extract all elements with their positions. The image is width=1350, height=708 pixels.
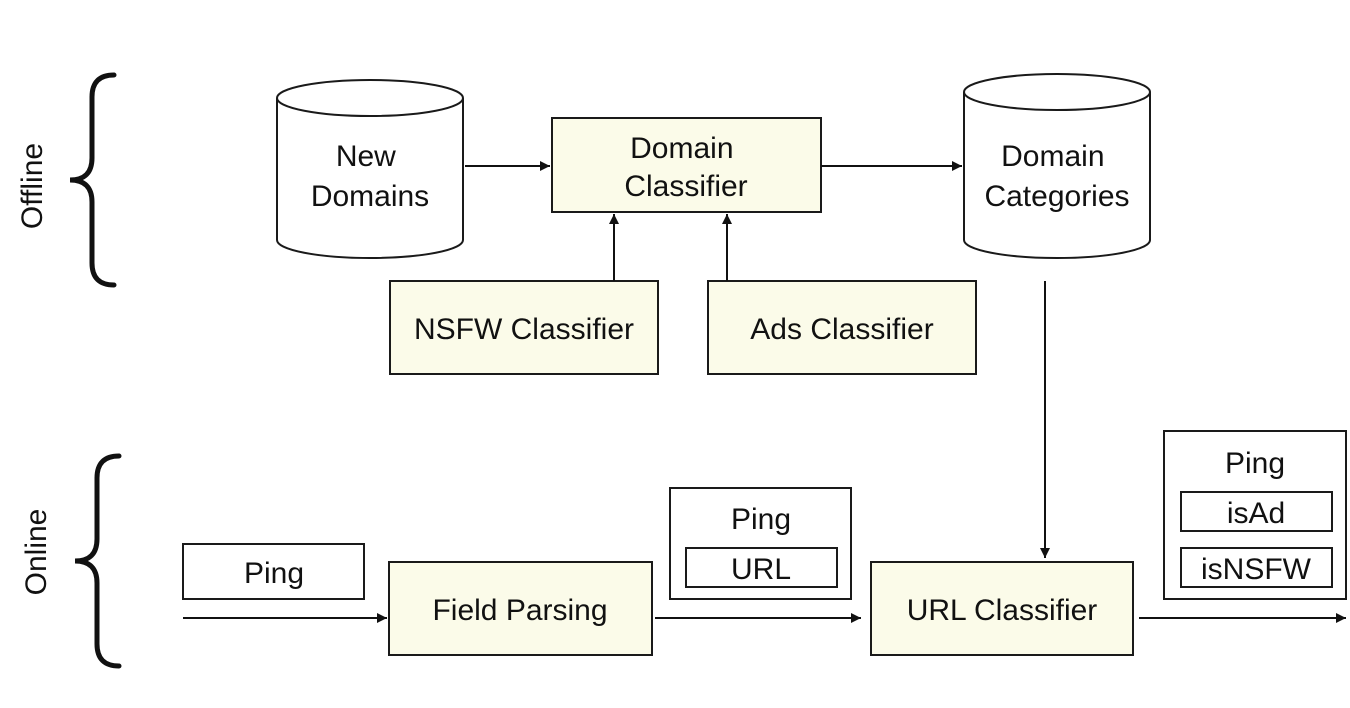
isad-field-box: [1180, 491, 1333, 532]
domain-classifier-label-line-2: Classifier: [624, 170, 747, 203]
domain-categories-label-line-2: Categories: [984, 180, 1129, 213]
svg-text:Domain Categories: Domain Categories: [984, 140, 1129, 213]
new-domains-label-line-1: New: [336, 140, 396, 173]
domain-classifier-box: Domain Classifier: [551, 117, 822, 213]
nsfw-classifier-label: NSFW Classifier: [414, 313, 634, 346]
url-field-label: URL: [731, 553, 791, 586]
isnsfw-field-label: isNSFW: [1201, 553, 1312, 586]
domain-categories-label-line-1: Domain: [1001, 140, 1104, 173]
url-classifier-box: URL Classifier: [870, 561, 1134, 656]
new-domains-database: New Domains: [276, 79, 464, 259]
ping-output-record-title: Ping: [1225, 447, 1285, 480]
isad-field-label: isAd: [1227, 497, 1285, 530]
field-parsing-box: Field Parsing: [388, 561, 653, 656]
svg-text:Domain Classifier: Domain Classifier: [624, 132, 747, 203]
ping-url-record-title: Ping: [731, 503, 791, 536]
online-brace: [74, 453, 122, 669]
url-classifier-label: URL Classifier: [907, 594, 1098, 627]
ping-output-record: Ping isAd isNSFW: [1163, 430, 1347, 600]
domain-classifier-label-line-1: Domain: [630, 132, 733, 165]
ads-classifier-label: Ads Classifier: [750, 313, 933, 346]
svg-text:New Domains: New Domains: [311, 140, 429, 213]
ping-input-box: Ping: [182, 543, 365, 600]
field-parsing-label: Field Parsing: [432, 594, 607, 627]
ping-url-record: Ping URL: [669, 487, 852, 600]
new-domains-label-line-2: Domains: [311, 180, 429, 213]
domain-categories-database: Domain Categories: [963, 73, 1151, 259]
ping-input-label: Ping: [244, 557, 304, 590]
url-field-box: [685, 547, 838, 588]
ads-classifier-box: Ads Classifier: [707, 280, 977, 375]
isnsfw-field-box: [1180, 547, 1333, 588]
offline-section-label: Offline: [16, 143, 49, 229]
offline-brace: [69, 72, 117, 288]
nsfw-classifier-box: NSFW Classifier: [389, 280, 659, 375]
online-section-label: Online: [20, 509, 53, 596]
